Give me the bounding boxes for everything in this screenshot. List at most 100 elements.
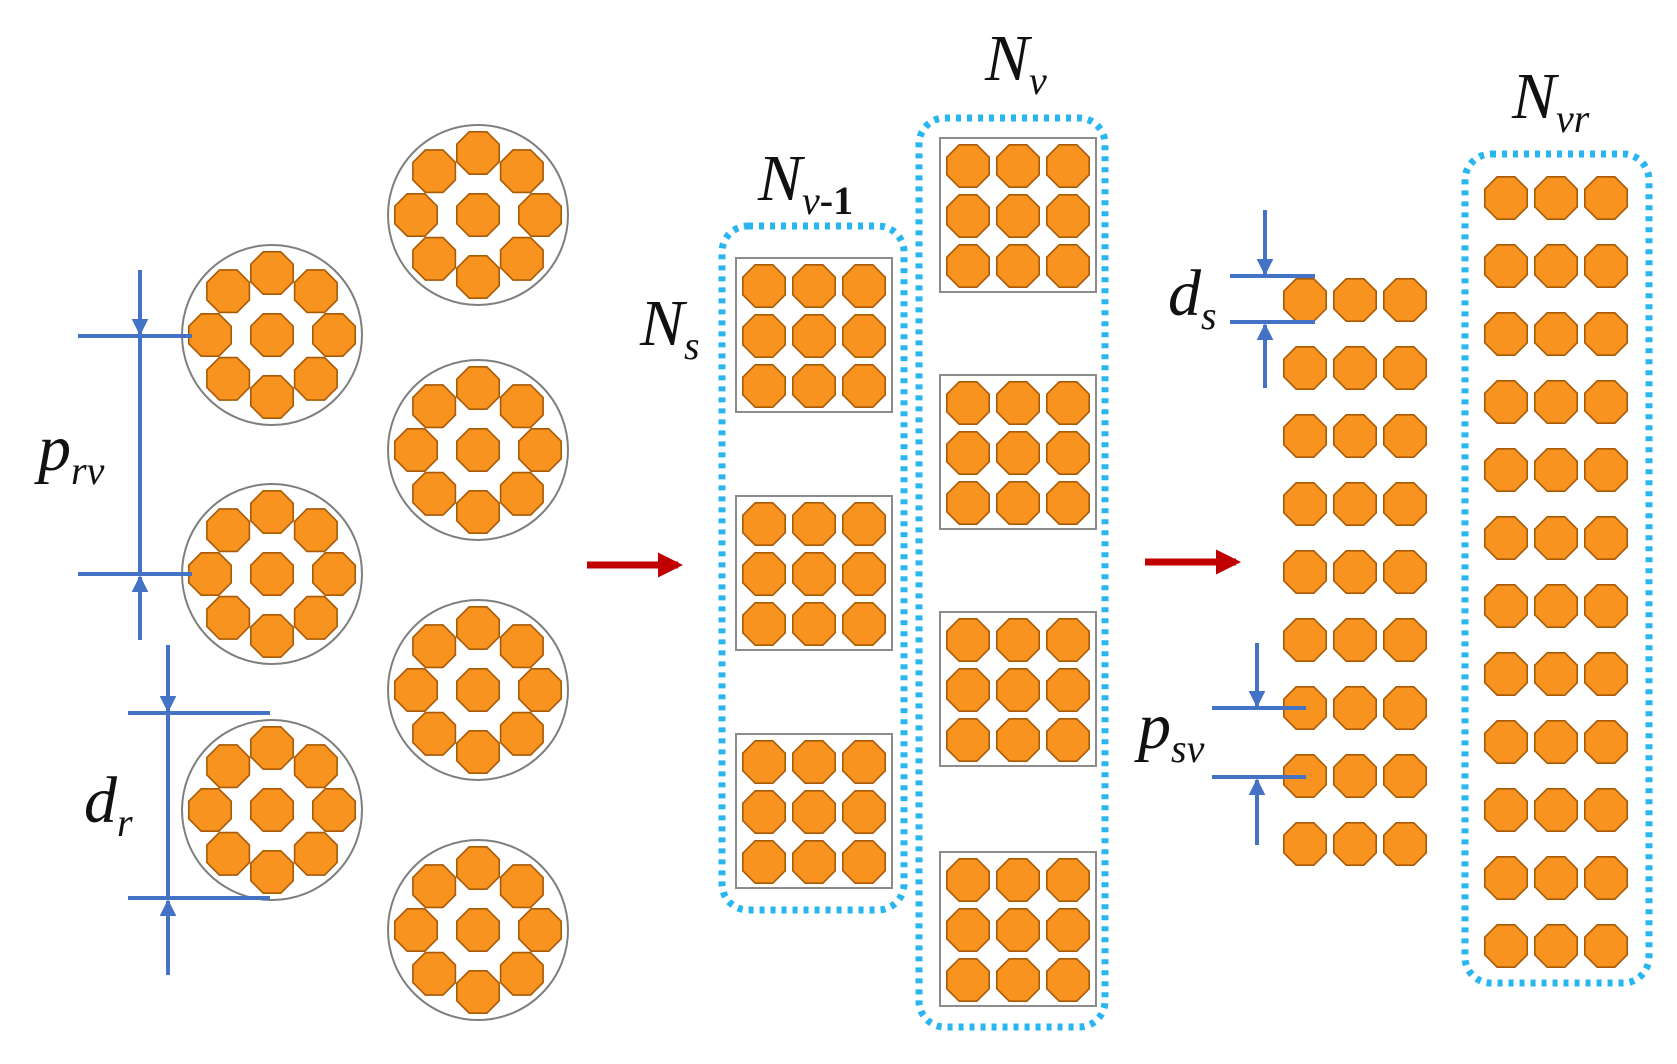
- wire: [1046, 430, 1090, 476]
- wire: [1283, 481, 1327, 527]
- n-vr-dotted-outline: [1461, 150, 1653, 987]
- wire: [995, 667, 1040, 713]
- wire: [791, 551, 837, 597]
- wire: [1584, 923, 1628, 969]
- strand-outer: [499, 384, 544, 429]
- wire: [1584, 244, 1628, 289]
- strand-outer: [393, 427, 439, 473]
- wire: [1333, 685, 1377, 731]
- strand-center: [250, 551, 295, 597]
- d-s-label: ds: [1168, 257, 1217, 338]
- wire: [1333, 345, 1377, 391]
- wire: [945, 617, 991, 663]
- wire: [791, 313, 837, 359]
- wire: [995, 244, 1040, 289]
- strand-outer: [393, 907, 439, 953]
- wire: [1046, 194, 1090, 238]
- strand-outer: [250, 251, 295, 296]
- wire: [995, 144, 1040, 188]
- strand-outer: [455, 255, 501, 300]
- wire: [841, 789, 887, 835]
- wire: [995, 430, 1040, 476]
- wire: [1484, 244, 1528, 289]
- wire: [945, 717, 991, 763]
- round-bundle: [181, 719, 363, 901]
- wire: [1584, 515, 1628, 561]
- strand-outer: [455, 605, 501, 651]
- round-bundle: [387, 124, 569, 306]
- wire: [1584, 176, 1628, 220]
- strand-outer: [455, 489, 501, 535]
- wire: [841, 739, 887, 785]
- wire: [841, 839, 887, 885]
- wire: [1383, 685, 1427, 731]
- wire: [741, 601, 787, 647]
- wire: [1534, 244, 1578, 289]
- round-bundle: [387, 599, 569, 781]
- strand-outer: [455, 845, 501, 891]
- wire: [1484, 583, 1528, 629]
- strand-outer: [412, 951, 457, 996]
- strand-outer: [206, 356, 251, 401]
- wire: [1484, 515, 1528, 561]
- round-bundle: [387, 359, 569, 541]
- strand-outer: [517, 907, 563, 953]
- group-n-v-minus-1: [718, 222, 908, 914]
- wire: [1383, 617, 1427, 663]
- wire: [995, 480, 1040, 526]
- wire: [841, 313, 887, 359]
- wire: [1383, 821, 1427, 867]
- wire: [1283, 277, 1327, 323]
- wire-box: [939, 374, 1097, 530]
- strand-outer: [412, 384, 457, 429]
- wire: [945, 244, 991, 289]
- strand-outer: [393, 667, 439, 713]
- strand-outer: [293, 269, 338, 314]
- wire: [741, 789, 787, 835]
- wire: [1484, 855, 1528, 901]
- strand-outer: [517, 193, 563, 237]
- wire: [1383, 413, 1427, 459]
- wire: [1534, 583, 1578, 629]
- wire: [945, 430, 991, 476]
- n-v-dotted-outline: [915, 114, 1109, 1031]
- wire: [1484, 447, 1528, 493]
- wire: [1534, 787, 1578, 833]
- wire: [741, 501, 787, 547]
- wire: [1333, 277, 1377, 323]
- strand-outer: [311, 312, 357, 358]
- wire: [841, 601, 887, 647]
- wire: [791, 601, 837, 647]
- wire-box: [939, 851, 1097, 1007]
- wire: [1534, 855, 1578, 901]
- p-sv-dimension: [1212, 643, 1306, 845]
- strand-outer: [455, 969, 501, 1015]
- wire: [1584, 447, 1628, 493]
- wire: [1534, 515, 1578, 561]
- wire-box: [735, 257, 893, 413]
- strand-outer: [455, 131, 501, 175]
- strand-center: [455, 907, 501, 953]
- n-vr-label: Nvr: [1511, 60, 1590, 141]
- wire: [1333, 481, 1377, 527]
- wire: [841, 363, 887, 409]
- strand-outer: [499, 864, 544, 909]
- strand-outer: [499, 711, 544, 756]
- strand-outer: [311, 551, 357, 597]
- strand-center: [455, 193, 501, 237]
- wire: [945, 907, 991, 953]
- wire: [1383, 277, 1427, 323]
- n-v-minus-1-label: Nv-1: [757, 142, 853, 223]
- wire: [1046, 667, 1090, 713]
- strand-outer: [293, 831, 338, 876]
- group-n-vr: [1461, 150, 1653, 987]
- wire: [741, 839, 787, 885]
- wire: [1046, 957, 1090, 1003]
- strand-outer: [517, 427, 563, 473]
- strand-outer: [250, 613, 295, 659]
- wire: [945, 957, 991, 1003]
- strand-outer: [455, 365, 501, 411]
- wire: [1333, 753, 1377, 799]
- wire: [1584, 379, 1628, 425]
